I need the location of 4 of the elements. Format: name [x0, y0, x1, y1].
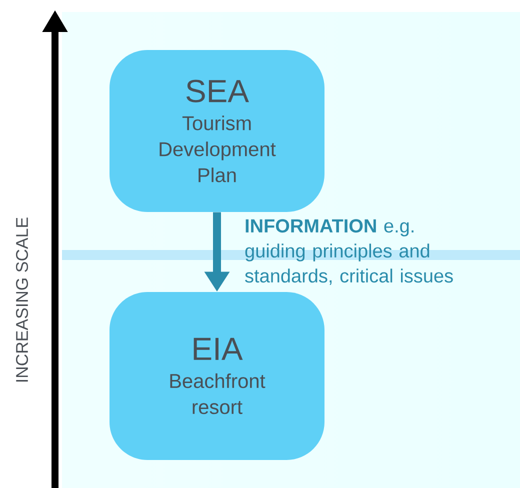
edge-label: INFORMATION e.g. guiding principles and standards, critical issues — [245, 219, 453, 285]
axis-label: INCREASING SCALE — [16, 218, 28, 382]
rounded-box: EIA Beachfront resort — [110, 292, 324, 460]
rounded-box: SEA Tourism Development Plan — [110, 50, 324, 212]
